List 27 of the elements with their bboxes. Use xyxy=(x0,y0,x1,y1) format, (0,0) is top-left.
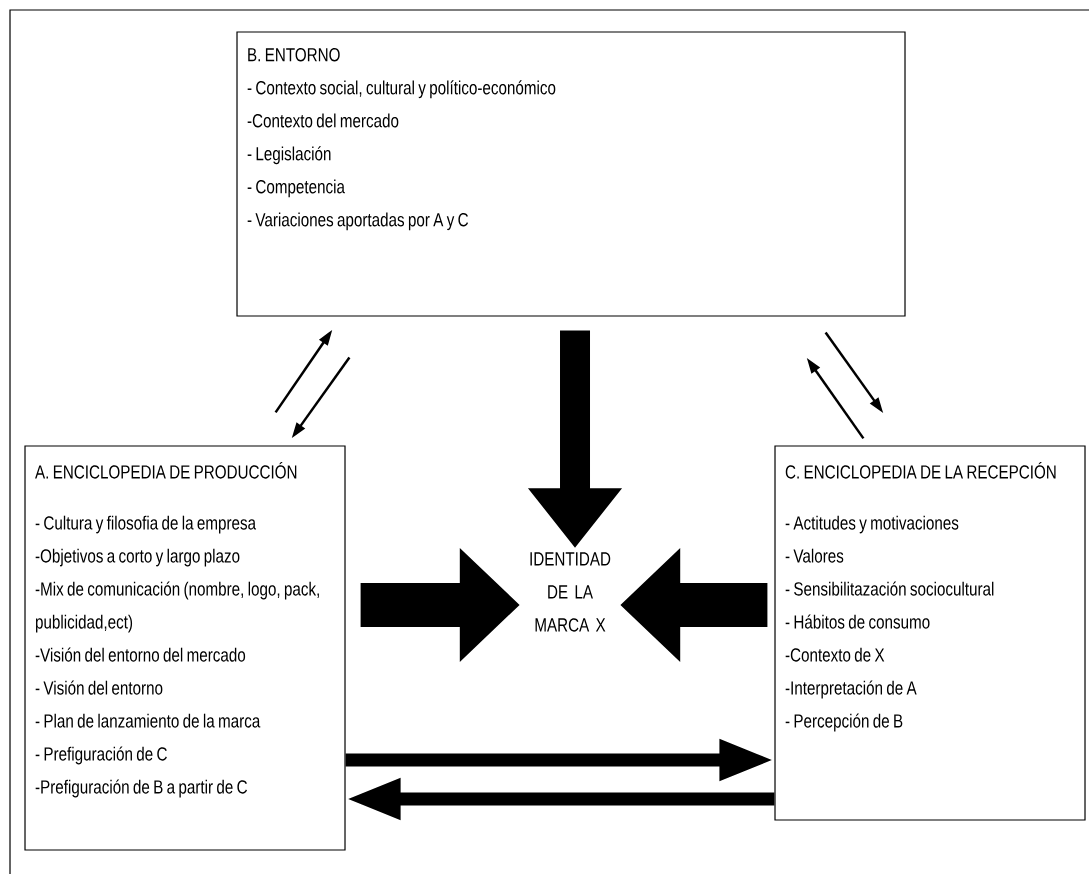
center-label: IDENTIDAD DE LA MARCA X xyxy=(530,552,611,632)
list-item: - Competencia xyxy=(247,179,345,198)
list-item: - Contexto social, cultural y político-económico xyxy=(247,80,556,99)
list-item: - Valores xyxy=(785,548,844,563)
list-item: -Interpretación de A xyxy=(785,680,917,699)
list-item: -Visión del entorno del mercado xyxy=(35,647,246,662)
list-item: - Actitudes y motivaciones xyxy=(785,515,959,534)
box-heading: B. ENTORNO xyxy=(248,48,340,62)
list-item: -Mix de comunicación (nombre, logo, pack, publicidad,ect) xyxy=(35,581,319,633)
text-box xyxy=(236,31,906,317)
box-heading: A. ENCICLOPEDIA DE PRODUCCIÓN xyxy=(35,462,297,479)
list-item: - Visión del entorno xyxy=(35,680,163,695)
text-box xyxy=(774,445,1086,821)
box-heading: C. ENCICLOPEDIA DE LA RECEPCIÓN xyxy=(785,462,1056,479)
list-item: - Sensibilitazación sociocultural xyxy=(785,581,994,596)
list-item: - Cultura y filosofia de la empresa xyxy=(35,515,257,534)
list-item: - Plan de lanzamiento de la marca xyxy=(35,713,261,728)
list-item: - Percepción de B xyxy=(785,713,903,732)
text-box xyxy=(24,445,346,851)
list-item: -Objetivos a corto y largo plazo xyxy=(35,548,240,567)
list-item: - Hábitos de consumo xyxy=(785,614,930,629)
list-item: - Legislación xyxy=(247,146,331,165)
list-item: -Prefiguración de B a partir de C xyxy=(35,779,247,798)
list-item: - Variaciones aportadas por A y C xyxy=(247,212,469,231)
list-item: -Contexto del mercado xyxy=(247,113,399,128)
list-item: - Prefiguración de C xyxy=(35,746,167,765)
list-item: -Contexto de X xyxy=(785,647,885,662)
